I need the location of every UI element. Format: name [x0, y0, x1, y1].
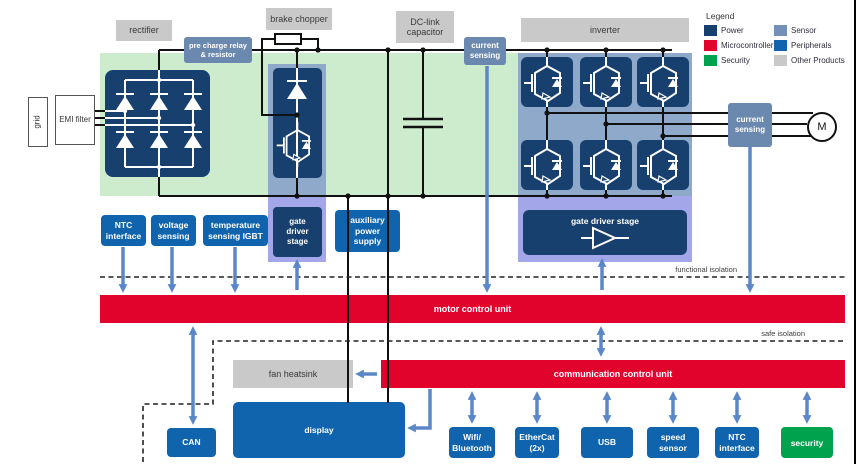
- legend-swatch-security: [704, 55, 717, 66]
- brake-resistor: [274, 33, 302, 45]
- aux-power-supply-box: auxiliary power supply: [335, 210, 400, 252]
- legend-item-sensor: Sensor: [774, 25, 816, 36]
- legend-swatch-peripherals: [774, 40, 787, 51]
- temperature-sensing-box: temperature sensing IGBT: [203, 215, 268, 246]
- igbt-cell: [580, 140, 632, 190]
- motor-control-unit-bar: motor control unit: [100, 295, 845, 323]
- brake-chopper-label: brake chopper: [266, 8, 332, 30]
- fan-heatsink-box: fan heatsink: [233, 360, 353, 388]
- current-sensing-motor-label: current sensing: [728, 103, 772, 147]
- speed-sensor-box: speed sensor: [647, 427, 699, 458]
- rectifier-label: rectifier: [116, 20, 172, 41]
- igbt-cell: [521, 140, 573, 190]
- display-box: display: [233, 402, 405, 458]
- ntc-interface2-box: NTC interface: [715, 427, 759, 458]
- wifi-bluetooth-box: Wifi/ Bluetooth: [449, 427, 495, 458]
- security-box: security: [781, 427, 833, 458]
- pre-charge-label: pre charge relay & resistor: [184, 37, 252, 63]
- ntc-interface-box: NTC interface: [101, 215, 146, 246]
- legend-item-other-products: Other Products: [774, 55, 845, 66]
- rectifier-diodes: [105, 70, 202, 177]
- rectifier-box: [105, 70, 210, 177]
- grid-label: grid: [33, 115, 42, 129]
- legend-item-peripherals: Peripherals: [774, 40, 831, 51]
- igbt-cell: [580, 57, 632, 107]
- ethercat-box: EtherCat (2x): [515, 427, 559, 458]
- voltage-sensing-box: voltage sensing: [151, 215, 196, 246]
- communication-control-unit-bar: communication control unit: [381, 360, 845, 388]
- legend-swatch-power: [704, 25, 717, 36]
- brake-chopper-igbt: [273, 68, 312, 178]
- motor-symbol: M: [807, 112, 837, 142]
- grid-box: grid: [28, 97, 48, 147]
- legend-item-power: Power: [704, 25, 744, 36]
- legend-item-microcontroller: Microcontroller: [704, 40, 773, 51]
- legend-title: Legend: [706, 11, 735, 21]
- igbt-cell: [521, 57, 573, 107]
- emi-filter-box: EMI filter: [55, 95, 95, 145]
- brake-chopper-box: [273, 68, 322, 178]
- inverter-label: inverter: [521, 18, 689, 42]
- usb-box: USB: [581, 427, 633, 458]
- legend-swatch-microcontroller: [704, 40, 717, 51]
- gate-driver-brake-box: gate driver stage: [273, 207, 322, 257]
- legend-swatch-other-products: [774, 55, 787, 66]
- current-sensing-dc-label: current sensing: [464, 37, 506, 65]
- safe-isolation-label: safe isolation: [761, 329, 805, 338]
- communication-control-unit-label: communication control unit: [553, 369, 673, 379]
- can-box: CAN: [167, 428, 216, 457]
- gate-driver-inverter-box: gate driver stage: [523, 210, 687, 255]
- igbt-cell: [637, 57, 689, 107]
- legend-swatch-sensor: [774, 25, 787, 36]
- motor-control-unit-label: motor control unit: [433, 304, 512, 314]
- igbt-cell: [637, 140, 689, 190]
- legend-item-security: Security: [704, 55, 750, 66]
- dc-link-capacitor-label: DC-link capacitor: [396, 11, 454, 43]
- functional-isolation-label: functional isolation: [675, 265, 737, 274]
- amplifier-icon: [581, 225, 629, 250]
